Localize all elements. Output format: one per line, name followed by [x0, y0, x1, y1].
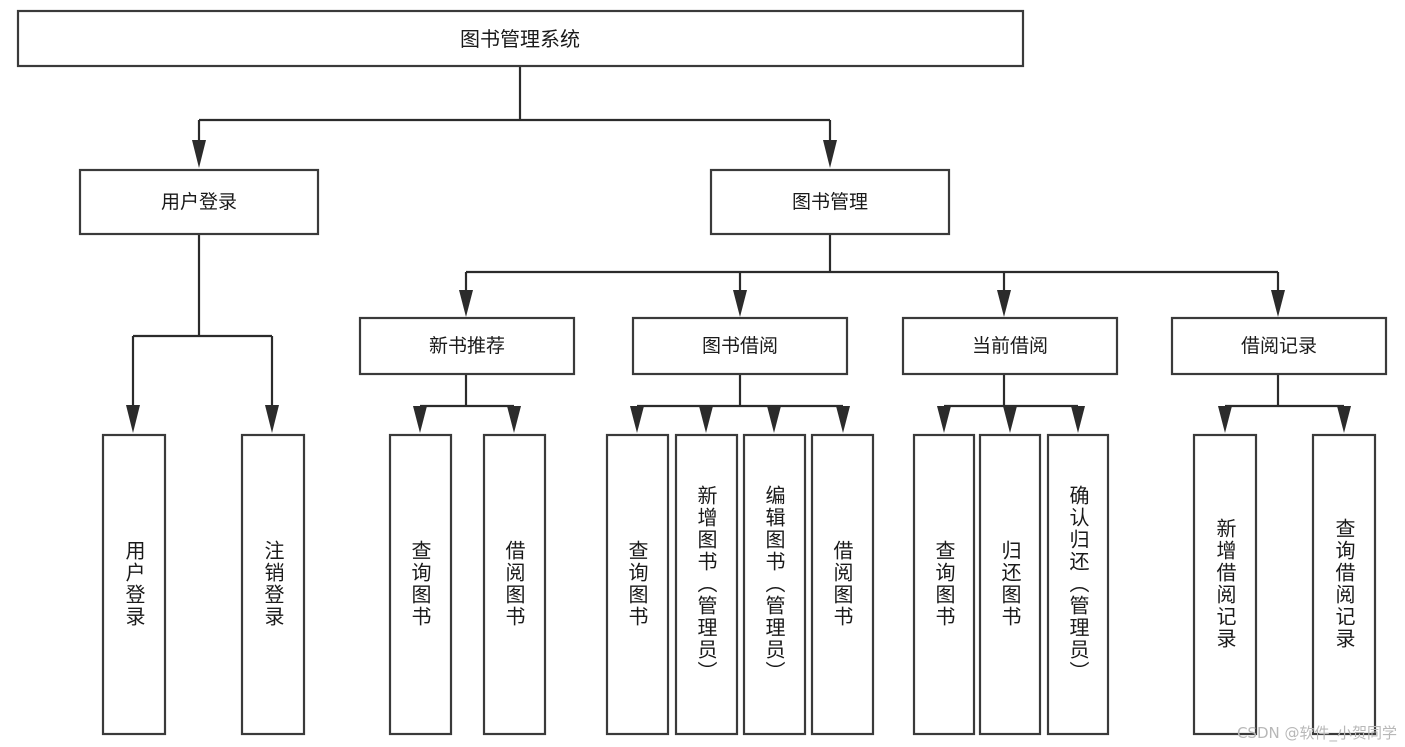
node-borrow-record-label: 借阅记录 — [1241, 335, 1317, 357]
node-new-book-recommend-box[interactable] — [358, 316, 576, 376]
arrow-head-leaf-query-book-1 — [413, 406, 427, 433]
arrow-head-book-manage — [823, 140, 837, 168]
leaf-return-book-label: 归还图书 — [998, 540, 1022, 628]
connector-group-book-borrow — [630, 374, 850, 433]
leaf-return-book[interactable]: 归还图书 — [978, 433, 1042, 736]
arrow-head-leaf-confirm-return — [1071, 406, 1085, 433]
arrow-head-leaf-user-login — [126, 405, 140, 433]
connector-group-user-login — [126, 234, 279, 433]
leaf-user-logout[interactable]: 注销登录 — [240, 433, 306, 736]
leaf-query-record-label: 查询借阅记录 — [1332, 518, 1356, 650]
arrow-head-borrow-record — [1271, 290, 1285, 317]
leaf-confirm-return[interactable]: 确认归还（管理员） — [1046, 433, 1110, 736]
leaf-borrow-book-2-box[interactable] — [810, 433, 875, 736]
leaf-edit-book[interactable]: 编辑图书（管理员） — [742, 433, 807, 736]
node-book-borrow-label: 图书借阅 — [702, 335, 778, 357]
arrow-head-current-borrow — [997, 290, 1011, 317]
node-root-label: 图书管理系统 — [460, 27, 580, 51]
node-user-login-box[interactable] — [78, 168, 320, 236]
connector-group-root — [192, 66, 837, 168]
leaf-borrow-book-1-label: 借阅图书 — [502, 540, 526, 628]
leaf-borrow-book-1[interactable]: 借阅图书 — [482, 433, 547, 736]
leaf-user-login-box[interactable] — [101, 433, 167, 736]
arrow-head-leaf-edit-book — [767, 406, 781, 433]
node-new-book-recommend-label: 新书推荐 — [429, 335, 505, 357]
connector-group-borrow-record — [1218, 374, 1351, 433]
leaf-query-book-1-box[interactable] — [388, 433, 453, 736]
leaf-query-book-3[interactable]: 查询图书 — [912, 433, 976, 736]
node-book-borrow-box[interactable] — [631, 316, 849, 376]
leaf-query-book-2-label: 查询图书 — [625, 540, 649, 628]
leaf-return-book-box[interactable] — [978, 433, 1042, 736]
node-book-borrow[interactable]: 图书借阅 — [631, 316, 849, 376]
leaf-borrow-book-1-box[interactable] — [482, 433, 547, 736]
leaf-query-book-3-box[interactable] — [912, 433, 976, 736]
node-current-borrow-box[interactable] — [901, 316, 1119, 376]
node-root[interactable]: 图书管理系统 — [16, 9, 1025, 68]
leaf-query-book-1-label: 查询图书 — [408, 540, 432, 628]
arrow-head-user-login — [192, 140, 206, 168]
arrow-head-new-book-recommend — [459, 290, 473, 317]
leaf-add-book[interactable]: 新增图书（管理员） — [674, 433, 739, 736]
arrow-head-book-borrow — [733, 290, 747, 317]
leaf-borrow-book-2-label: 借阅图书 — [830, 540, 854, 628]
leaf-query-book-1[interactable]: 查询图书 — [388, 433, 453, 736]
arrow-head-leaf-query-record — [1337, 406, 1351, 433]
leaf-user-logout-box[interactable] — [240, 433, 306, 736]
connector-group-new-book-recommend — [413, 374, 521, 433]
arrow-head-leaf-query-book-3 — [937, 406, 951, 433]
csdn-watermark: CSDN @软件_小贺同学 — [1236, 724, 1397, 742]
leaf-confirm-return-label: 确认归还（管理员） — [1066, 485, 1090, 683]
leaf-borrow-book-2[interactable]: 借阅图书 — [810, 433, 875, 736]
leaf-query-book-3-label: 查询图书 — [932, 540, 956, 628]
node-book-manage-box[interactable] — [709, 168, 951, 236]
node-borrow-record-box[interactable] — [1170, 316, 1388, 376]
node-user-login[interactable]: 用户登录 — [78, 168, 320, 236]
leaf-add-record[interactable]: 新增借阅记录 — [1192, 433, 1258, 736]
leaf-confirm-return-box[interactable] — [1046, 433, 1110, 736]
node-new-book-recommend[interactable]: 新书推荐 — [358, 316, 576, 376]
arrow-head-leaf-return-book — [1003, 406, 1017, 433]
arrow-head-leaf-borrow-book-2 — [836, 406, 850, 433]
leaf-add-record-label: 新增借阅记录 — [1213, 518, 1237, 650]
arrow-head-leaf-add-book — [699, 406, 713, 433]
node-current-borrow[interactable]: 当前借阅 — [901, 316, 1119, 376]
leaf-query-record-box[interactable] — [1311, 433, 1377, 736]
node-book-manage-label: 图书管理 — [792, 191, 868, 213]
arrow-head-leaf-borrow-book-1 — [507, 406, 521, 433]
node-borrow-record[interactable]: 借阅记录 — [1170, 316, 1388, 376]
leaf-query-book-2-box[interactable] — [605, 433, 670, 736]
leaf-add-book-box[interactable] — [674, 433, 739, 736]
leaf-query-record[interactable]: 查询借阅记录 — [1311, 433, 1377, 736]
leaf-add-record-box[interactable] — [1192, 433, 1258, 736]
node-book-manage[interactable]: 图书管理 — [709, 168, 951, 236]
leaf-user-login[interactable]: 用户登录 — [101, 433, 167, 736]
connector-group-book-manage — [459, 234, 1285, 317]
leaf-edit-book-label: 编辑图书（管理员） — [762, 485, 786, 683]
arrow-head-leaf-query-book-2 — [630, 406, 644, 433]
node-user-login-label: 用户登录 — [161, 191, 237, 213]
leaf-user-login-label: 用户登录 — [122, 540, 146, 628]
leaf-add-book-label: 新增图书（管理员） — [694, 485, 718, 683]
arrow-head-leaf-user-logout — [265, 405, 279, 433]
node-current-borrow-label: 当前借阅 — [972, 335, 1048, 357]
node-root-box[interactable] — [16, 9, 1025, 68]
leaf-user-logout-label: 注销登录 — [261, 540, 285, 628]
arrow-head-leaf-add-record — [1218, 406, 1232, 433]
connector-group-current-borrow — [937, 374, 1085, 433]
leaf-edit-book-box[interactable] — [742, 433, 807, 736]
leaf-query-book-2[interactable]: 查询图书 — [605, 433, 670, 736]
